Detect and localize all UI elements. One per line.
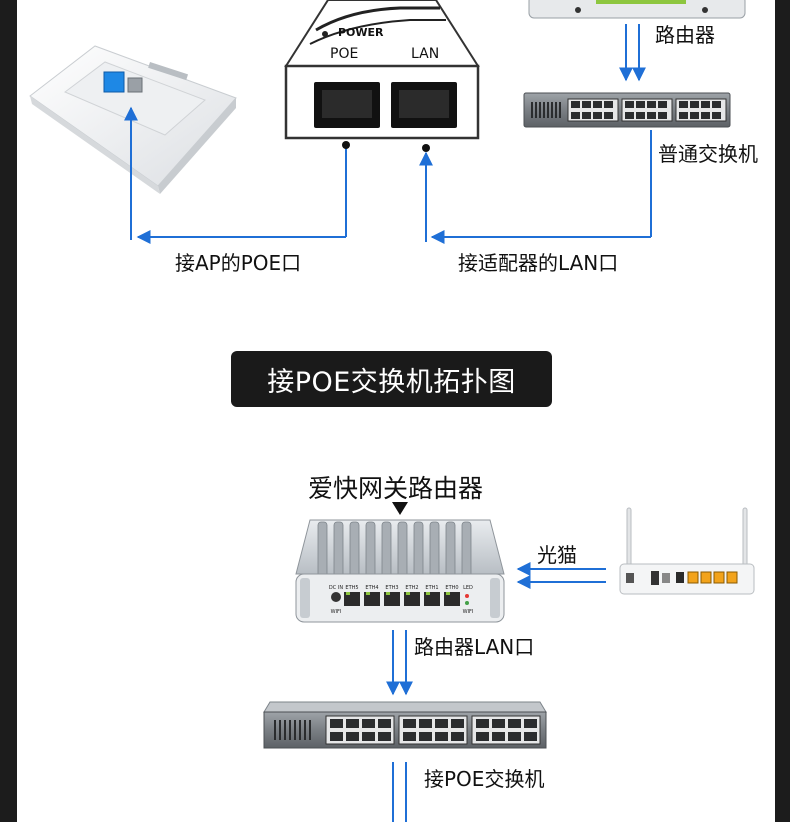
router-port-label: LED xyxy=(463,585,473,591)
left-dark-border xyxy=(0,0,17,822)
ordinary-switch xyxy=(523,92,731,128)
bottom-connection-lines xyxy=(386,562,606,822)
router-top-edge xyxy=(528,0,746,19)
router-pointer-icon xyxy=(392,502,408,515)
ap-blue-port xyxy=(103,71,125,93)
poe-switch-label: 接POE交换机 xyxy=(424,767,545,791)
ikuai-router: DC IN ETH5 ETH4 ETH3 ETH2 ETH1 ETH0 LED … xyxy=(295,519,505,623)
injector-poe-label: POE xyxy=(330,46,359,62)
poe-injector xyxy=(284,0,480,140)
poe-cable-dot xyxy=(342,141,350,149)
router-port-label: ETH5 xyxy=(345,585,358,591)
ap-poe-port-label: 接AP的POE口 xyxy=(175,251,302,275)
poe-switch xyxy=(263,701,547,749)
router-port-label: ETH2 xyxy=(405,585,418,591)
router-port-label: ETH1 xyxy=(425,585,438,591)
router-title: 爱快网关路由器 xyxy=(308,474,484,503)
section-title-text: 接POE交换机拓扑图 xyxy=(267,366,516,398)
router-port-label: ETH0 xyxy=(445,585,458,591)
modem-label: 光猫 xyxy=(537,543,577,567)
top-connection-lines xyxy=(124,24,652,244)
router-port-label: ETH3 xyxy=(385,585,398,591)
router-small-label: WIFI xyxy=(463,609,474,615)
router-lan-port-label: 路由器LAN口 xyxy=(414,635,535,659)
ap-wall-panel xyxy=(29,45,237,194)
switch-label: 普通交换机 xyxy=(658,142,758,166)
router-port-label: DC IN xyxy=(329,585,343,591)
optical-modem xyxy=(619,507,755,595)
adapter-lan-port-label: 接适配器的LAN口 xyxy=(458,251,619,275)
router-label: 路由器 xyxy=(655,23,715,47)
right-dark-border xyxy=(775,0,790,822)
injector-power-label: POWER xyxy=(338,26,384,39)
router-small-label: WIFI xyxy=(331,609,342,615)
router-port-label: ETH4 xyxy=(365,585,378,591)
lan-cable-dot xyxy=(422,144,430,152)
section-title: 接POE交换机拓扑图 xyxy=(231,351,552,407)
injector-lan-label: LAN xyxy=(411,46,440,62)
